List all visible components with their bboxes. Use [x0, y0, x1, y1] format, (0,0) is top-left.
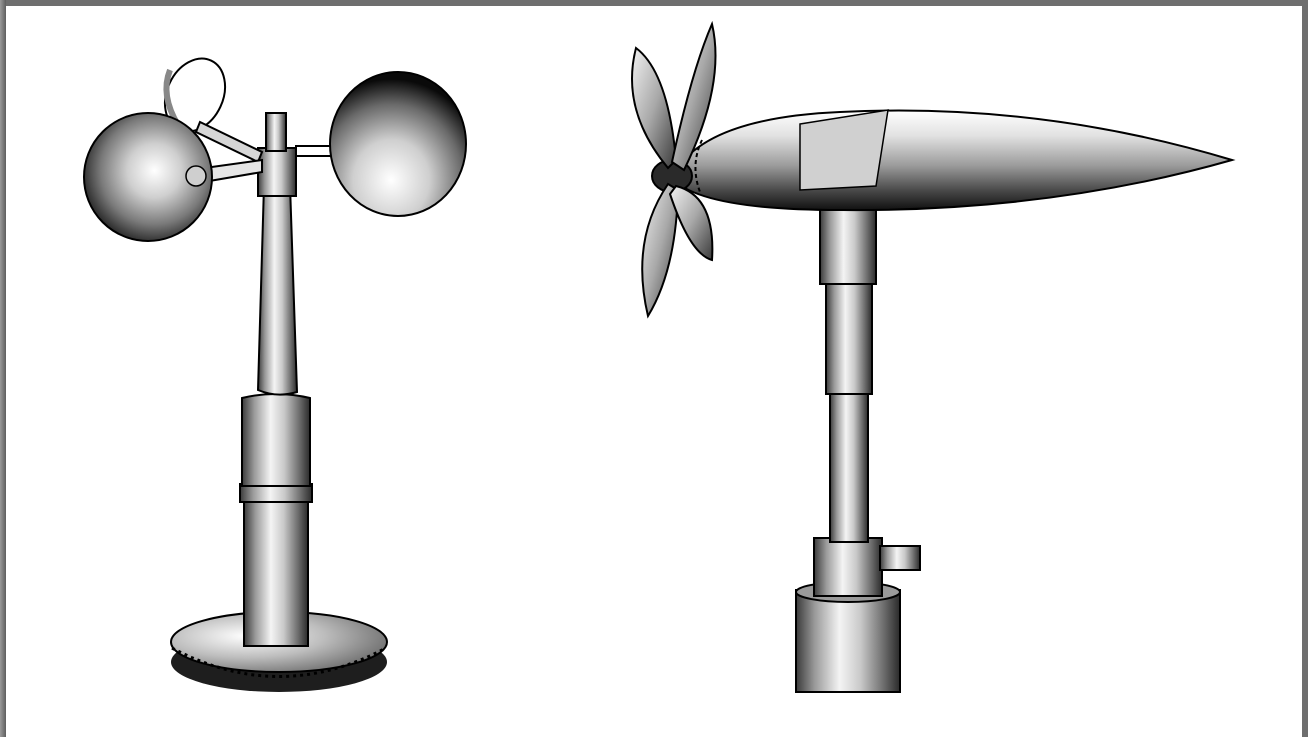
anemometer-base — [170, 611, 388, 692]
propeller-blades — [631, 20, 717, 319]
propeller-anemometer-icon — [631, 20, 1236, 693]
cup-anemometer-icon — [83, 57, 467, 692]
